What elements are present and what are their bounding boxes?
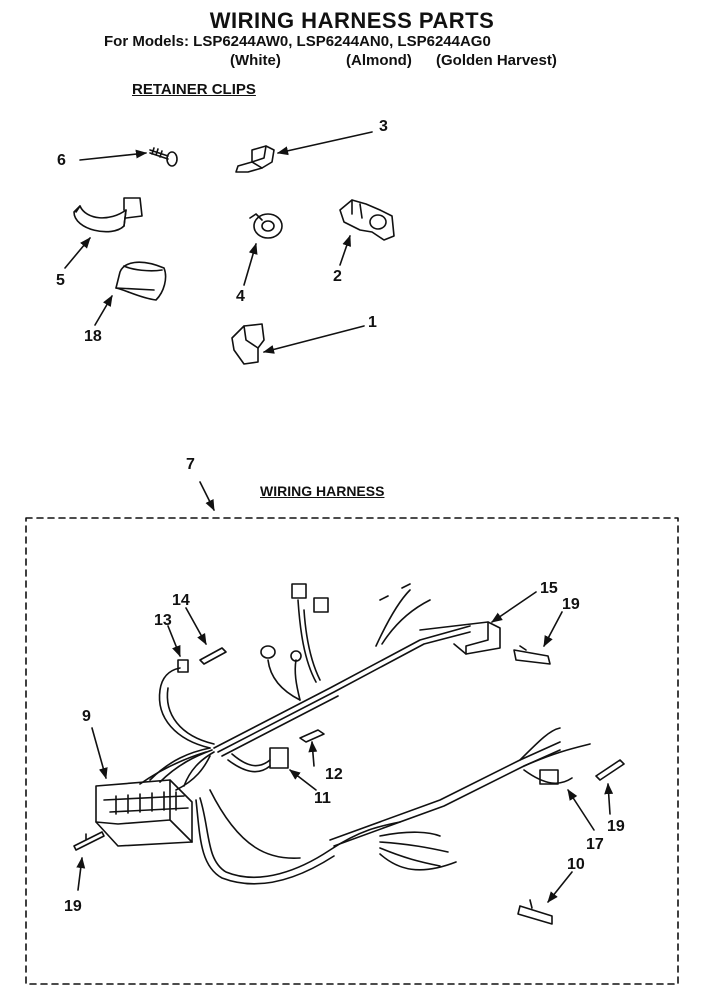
callout-3: 3	[379, 118, 388, 135]
part-5-clip	[73, 197, 143, 233]
leader-4	[243, 242, 258, 286]
callout-6: 6	[57, 152, 66, 169]
models-line: For Models: LSP6244AW0, LSP6244AN0, LSP6…	[104, 33, 491, 50]
leader-13	[167, 625, 181, 658]
part-19-terminal-right-lower	[595, 759, 625, 781]
callout-13: 13	[154, 612, 172, 629]
leader-1	[262, 325, 365, 354]
callout-11: 11	[314, 790, 331, 807]
part-2-clip	[339, 199, 395, 241]
callout-2: 2	[333, 268, 342, 285]
part-18-sleeve	[115, 261, 167, 301]
leader-19-right	[543, 611, 563, 647]
part-19-terminal-right	[513, 645, 551, 665]
leader-2	[339, 234, 351, 266]
part-10-terminal	[517, 899, 553, 925]
leader-14	[185, 607, 207, 645]
part-3-clip	[235, 145, 275, 173]
page-title: WIRING HARNESS PARTS	[209, 8, 495, 33]
part-19-terminal-left	[73, 831, 105, 851]
retainer-clips-heading: RETAINER CLIPS	[132, 81, 256, 98]
callout-17: 17	[586, 836, 604, 853]
leader-5	[64, 237, 91, 269]
leader-19-left	[76, 856, 86, 891]
callout-19-lower-right: 19	[607, 818, 625, 835]
callout-18: 18	[84, 328, 102, 345]
leader-7	[199, 481, 215, 512]
callout-19-left: 19	[64, 898, 82, 915]
leader-15	[491, 591, 537, 623]
leader-10	[547, 871, 573, 903]
leader-18	[94, 295, 113, 326]
harness-boundary	[25, 517, 679, 985]
leader-6	[79, 149, 148, 161]
part-6-screw	[149, 147, 178, 167]
callout-15: 15	[540, 580, 558, 597]
part-4-ring	[249, 213, 283, 239]
part-9-connector	[95, 779, 193, 847]
color-almond-label: (Almond)	[346, 52, 412, 69]
part-14-terminal	[199, 647, 227, 665]
wiring-harness-heading: WIRING HARNESS	[260, 483, 385, 499]
leader-11	[289, 769, 317, 791]
leader-3	[276, 131, 373, 156]
callout-19-right: 19	[562, 596, 580, 613]
part-1-clip	[231, 323, 265, 365]
callout-14: 14	[172, 592, 190, 609]
color-golden-label: (Golden Harvest)	[436, 52, 557, 69]
callout-9: 9	[82, 708, 91, 725]
harness-wires	[139, 583, 591, 885]
leader-9	[91, 727, 108, 780]
leader-12	[308, 740, 318, 767]
callout-5: 5	[56, 272, 65, 289]
callout-7: 7	[186, 456, 195, 473]
part-13-connector	[177, 659, 189, 673]
callout-10: 10	[567, 856, 585, 873]
leader-17	[567, 789, 595, 831]
callout-4: 4	[236, 288, 245, 305]
callout-12: 12	[325, 766, 343, 783]
leader-19-lower-right	[604, 782, 614, 815]
callout-1: 1	[368, 314, 377, 331]
color-white-label: (White)	[230, 52, 281, 69]
